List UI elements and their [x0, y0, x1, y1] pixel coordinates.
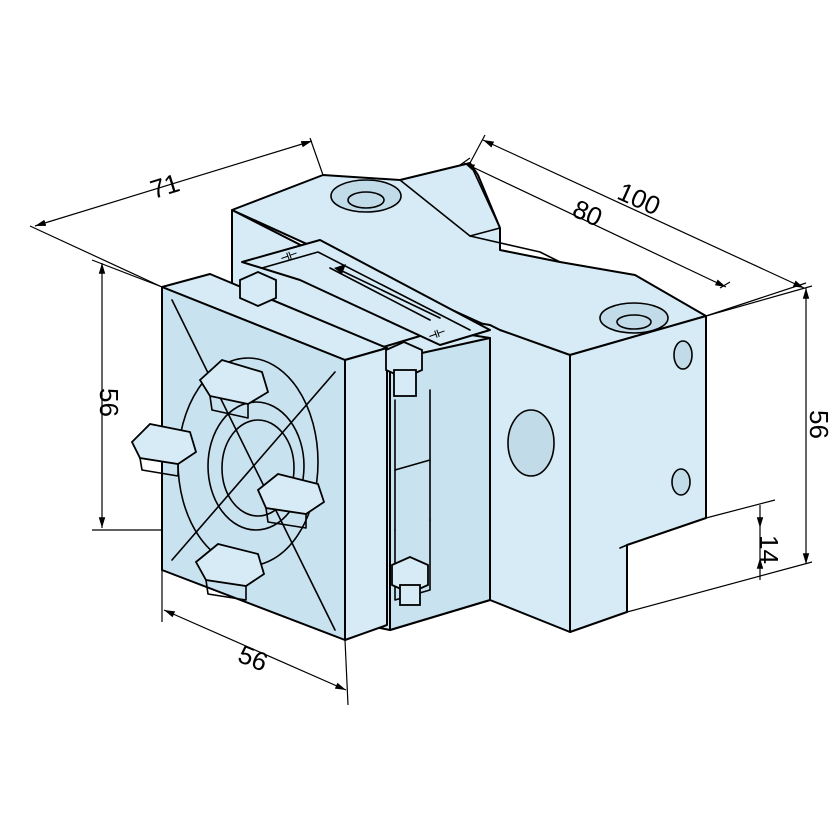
- jaw-top: [198, 358, 270, 419]
- top-rail: ⊣⊢ ⊣⊢: [241, 239, 491, 346]
- bolt-lower-right: [391, 556, 429, 606]
- top-hole-rear: [330, 179, 402, 213]
- right-face-hole-top: [673, 340, 693, 370]
- jaw-bottom: [194, 543, 266, 601]
- right-face-hole-bottom: [671, 468, 691, 496]
- dimension-56-right: 56: [626, 285, 834, 613]
- dimension-56-width-label: 56: [234, 639, 272, 678]
- dimension-80-label: 80: [568, 193, 607, 232]
- jaw-right: [256, 473, 326, 529]
- dimension-56-height: 56: [91, 259, 163, 531]
- jaw-left: [130, 423, 198, 477]
- bolt-upper-right: [385, 341, 423, 397]
- dimension-71: 71: [29, 137, 324, 288]
- dimension-56-height-label: 56: [94, 388, 124, 417]
- side-hole-large: [507, 409, 555, 477]
- top-hole-front: [599, 302, 669, 334]
- dimension-71-label: 71: [147, 168, 183, 205]
- dimension-100-label: 100: [613, 176, 665, 221]
- dimension-14-label: 14: [754, 535, 784, 564]
- dimension-14: 14: [705, 499, 784, 580]
- dimension-56-right-label: 56: [804, 410, 834, 439]
- bolt-top-left: [239, 271, 277, 307]
